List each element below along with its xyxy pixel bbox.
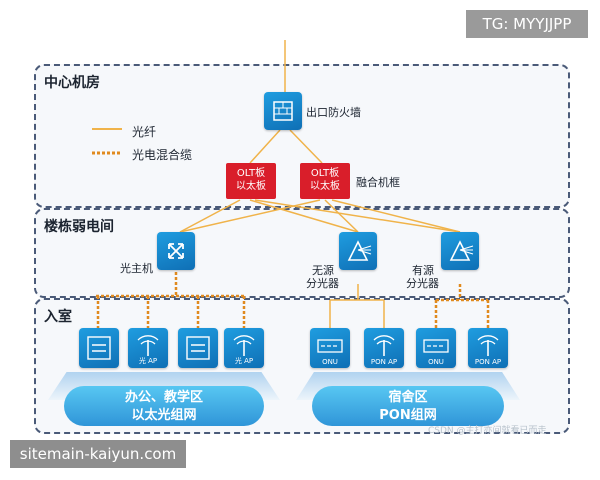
optical-host-device [157,232,195,270]
legend-hybrid-label: 光电混合缆 [132,148,193,162]
office-band-line2: 以太光组网 [131,408,197,423]
light-ap-2: 光 AP [224,328,264,368]
converged-chassis-label: 融合机框 [356,176,400,189]
olt-board-left-line1: OLT板 [236,168,266,179]
active-splitter-label-1: 有源 [412,264,434,277]
onu-icon [317,339,343,353]
site-badge: sitemain-kaiyun.com [10,440,186,468]
office-zone-band: 办公、教学区 以太光组网 [64,386,264,426]
optical-host-label: 光主机 [120,262,153,275]
onu-1-label: ONU [322,358,338,366]
tg-badge: TG: MYYJJPP [466,10,588,38]
splitter-icon [347,240,372,261]
pon-ap-icon [373,335,395,356]
passive-splitter-device [339,232,377,270]
wifi-ap-icon-2 [233,335,255,356]
active-splitter-device [441,232,479,270]
legend-hybrid-line [92,151,122,155]
watermark: CSDN @主打亦间就看已而走 [428,426,547,436]
pon-ap-1-label: PON AP [370,358,398,366]
building-room-zone: 楼栋弱电间 [34,208,570,298]
panel-switch-2 [178,328,218,368]
pon-ap-2-label: PON AP [474,358,502,366]
pon-ap-icon-2 [477,335,499,356]
switch-arrows-icon [168,243,184,259]
pon-ap-1: PON AP [364,328,404,368]
panel-switch-icon-2 [186,336,210,360]
dorm-band-line2: PON组网 [379,408,437,423]
passive-splitter-label-2: 分光器 [306,277,339,290]
olt-board-right-line2: 以太板 [310,181,340,192]
wifi-ap-icon [137,335,159,356]
olt-board-left-line2: 以太板 [236,181,266,192]
olt-board-right-line1: OLT板 [310,168,340,179]
pon-ap-2: PON AP [468,328,508,368]
legend-fiber-label: 光纤 [132,125,157,139]
legend-fiber-line [92,128,122,130]
onu-1: ONU [310,328,350,368]
firewall-label: 出口防火墙 [306,106,361,119]
olt-board-right: OLT板 以太板 [300,163,350,199]
active-splitter-icon [449,240,474,261]
zone-label-building: 楼栋弱电间 [44,219,114,235]
olt-board-left: OLT板 以太板 [226,163,276,199]
onu-2: ONU [416,328,456,368]
zone-label-center: 中心机房 [44,75,100,91]
firewall-icon [273,101,293,121]
dorm-band-line1: 宿舍区 [388,390,428,405]
panel-switch-1 [79,328,119,368]
panel-switch-icon [87,336,111,360]
passive-splitter-label-1: 无源 [312,264,334,277]
office-band-line1: 办公、教学区 [124,390,203,405]
firewall-device [264,92,302,130]
active-splitter-label-2: 分光器 [406,277,439,290]
zone-label-room: 入室 [44,309,72,325]
onu-icon-2 [423,339,449,353]
light-ap-2-label: 光 AP [234,357,254,365]
light-ap-1-label: 光 AP [138,357,158,365]
dorm-zone-band: 宿舍区 PON组网 [312,386,504,426]
onu-2-label: ONU [428,358,444,366]
light-ap-1: 光 AP [128,328,168,368]
